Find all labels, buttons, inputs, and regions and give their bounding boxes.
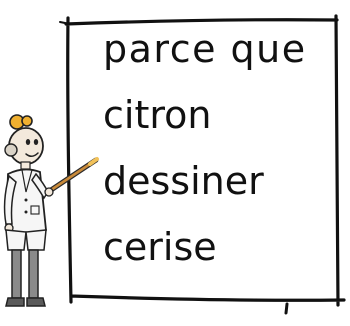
- board-word-1: parce que: [103, 27, 307, 71]
- board-word-3: dessiner: [103, 159, 264, 203]
- whiteboard-frame: [64, 14, 346, 307]
- board-word-2: citron: [103, 93, 212, 137]
- board-corner-mark: [59, 21, 71, 25]
- board-word-4: cerise: [103, 225, 217, 269]
- teacher-pointing-icon: [3, 114, 99, 307]
- board-stand-mark: [284, 302, 289, 315]
- pointer-stick-icon: [45, 157, 99, 195]
